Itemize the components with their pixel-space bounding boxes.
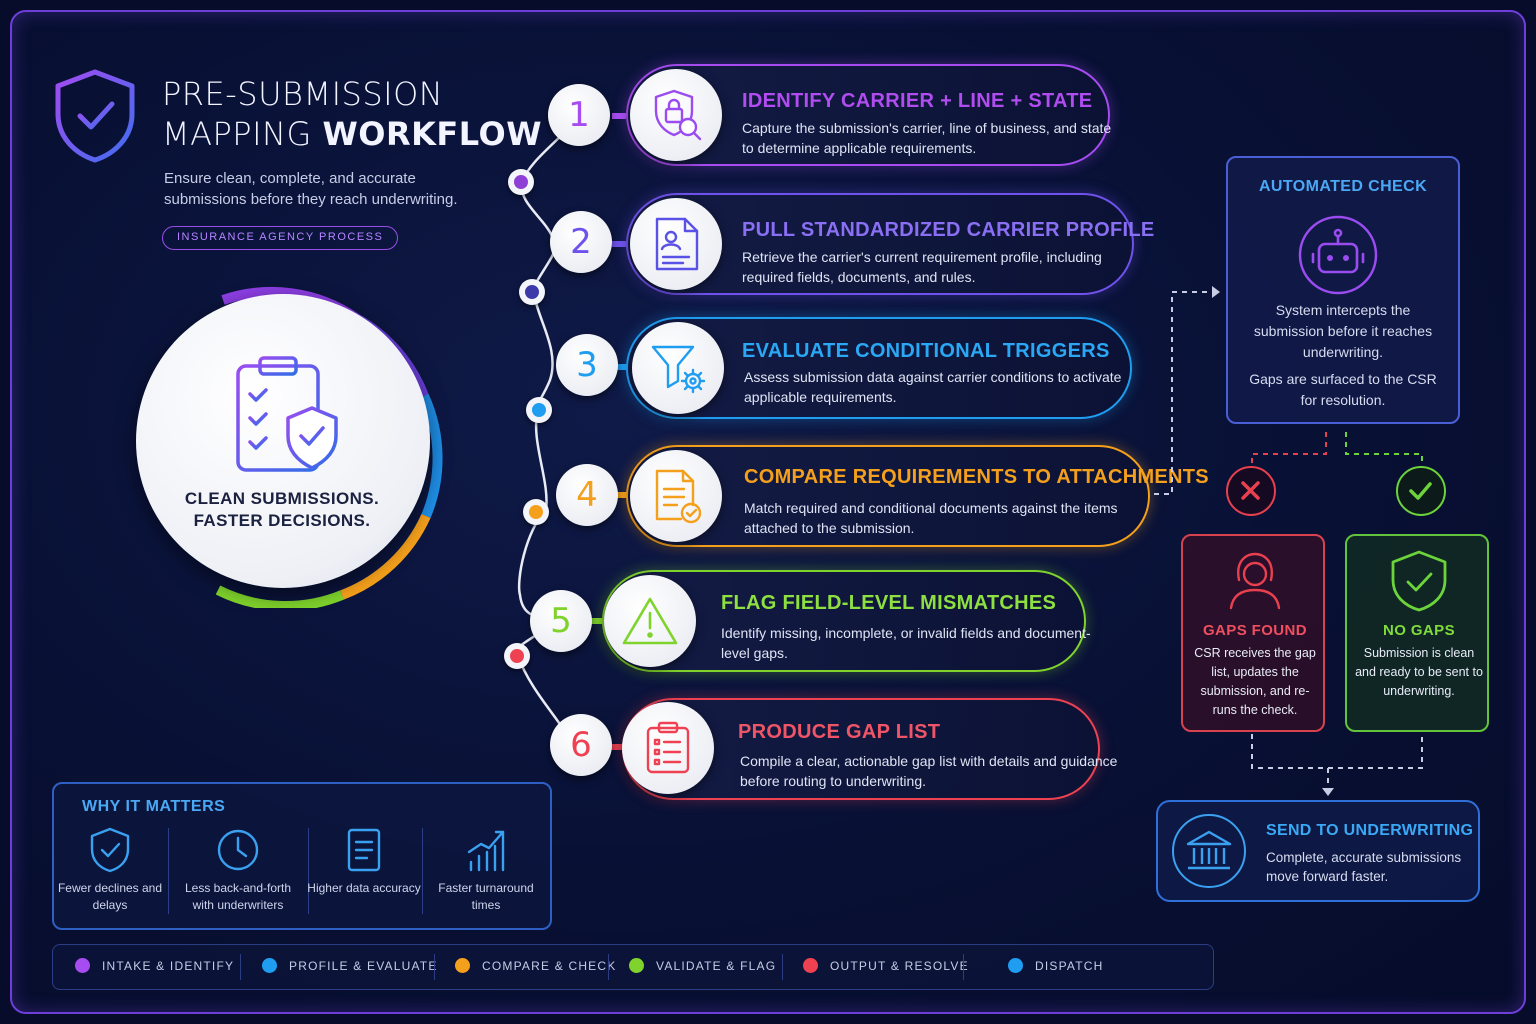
- document-check-icon: [630, 450, 722, 542]
- why-divider: [422, 828, 423, 914]
- process-tag: INSURANCE AGENCY PROCESS: [162, 226, 399, 250]
- step-3-number: 3: [556, 334, 618, 396]
- step-4-connector: [614, 492, 628, 498]
- step-5-title: FLAG FIELD-LEVEL MISMATCHES: [721, 592, 1057, 614]
- why-item-back-and-forth: Less back-and-forth with underwriters: [180, 826, 296, 914]
- legend-item-profile: PROFILE & EVALUATE: [262, 958, 438, 973]
- timeline-dot-5: [504, 643, 530, 669]
- gaps-found-title: GAPS FOUND: [1202, 622, 1307, 639]
- flow-connectors: [1154, 286, 1423, 796]
- why-item-accuracy: Higher data accuracy: [306, 826, 422, 897]
- step-3-connector: [614, 364, 628, 370]
- send-text: Complete, accurate submissions move forw…: [1266, 850, 1462, 884]
- growth-chart-icon: [467, 830, 505, 872]
- gaps-found-text: CSR receives the gap list, updates the s…: [1194, 646, 1316, 717]
- document-icon: [347, 828, 381, 872]
- why-label-1: Fewer declines and delays: [57, 881, 163, 912]
- timeline-curve: [515, 115, 581, 741]
- step-2-desc: Retrieve the carrier's current requireme…: [742, 249, 1102, 285]
- step-3-desc: Assess submission data against carrier c…: [744, 369, 1122, 405]
- legend-divider: [240, 954, 241, 980]
- legend-divider: [608, 954, 609, 980]
- why-item-turnaround: Faster turnaround times: [428, 826, 544, 914]
- why-divider: [308, 828, 309, 914]
- why-it-matters-panel: [52, 782, 552, 930]
- step-6-number: 6: [550, 714, 612, 776]
- step-4-number: 4: [556, 464, 618, 526]
- step-6-title: PRODUCE GAP LIST: [738, 721, 941, 743]
- timeline-dot-3: [526, 397, 552, 423]
- hero-tagline: CLEAN SUBMISSIONS. FASTER DECISIONS.: [184, 489, 380, 530]
- hero-circle: [136, 294, 430, 588]
- legend-item-validate: VALIDATE & FLAG: [629, 958, 776, 973]
- step-5-number: 5: [530, 590, 592, 652]
- page-title: PRE-SUBMISSION MAPPING WORKFLOW: [162, 75, 542, 153]
- step-6-desc: Compile a clear, actionable gap list wit…: [740, 753, 1118, 789]
- automated-check-text-2: Gaps are surfaced to the CSR for resolut…: [1249, 371, 1437, 408]
- automated-check-text-1: System intercepts the submission before …: [1253, 302, 1433, 360]
- legend-item-compare: COMPARE & CHECK: [455, 958, 616, 973]
- profile-document-icon: [630, 198, 722, 290]
- page-subtitle: Ensure clean, complete, and accurate sub…: [164, 170, 458, 208]
- why-label-4: Faster turnaround times: [438, 881, 534, 912]
- legend-item-intake: INTAKE & IDENTIFY: [75, 958, 234, 973]
- automated-check-title: AUTOMATED CHECK: [1258, 178, 1428, 195]
- legend-divider: [782, 954, 783, 980]
- why-label-3: Higher data accuracy: [307, 881, 421, 895]
- step-6-connector: [610, 744, 624, 750]
- x-icon: [1226, 466, 1276, 516]
- clipboard-shield-icon: [236, 356, 338, 472]
- check-icon: [1396, 466, 1446, 516]
- no-gaps-text: Submission is clean and ready to be sent…: [1355, 646, 1483, 698]
- lock-search-icon: [630, 69, 722, 161]
- step-2-number: 2: [550, 211, 612, 273]
- step-4-desc: Match required and conditional documents…: [744, 500, 1118, 536]
- step-5-desc: Identify missing, incomplete, or invalid…: [721, 625, 1091, 661]
- bank-icon: [1172, 814, 1246, 888]
- warning-icon: [604, 575, 696, 667]
- step-5-connector: [590, 618, 604, 624]
- clock-icon: [217, 829, 259, 871]
- timeline-dot-2: [519, 279, 545, 305]
- step-1-desc: Capture the submission's carrier, line o…: [742, 120, 1112, 156]
- shield-check-icon: [90, 827, 130, 873]
- shield-check-logo-icon: [55, 69, 135, 163]
- timeline-dot-4: [523, 499, 549, 525]
- automated-check-panel: [1226, 156, 1460, 424]
- gaps-found-panel: GAPS FOUND CSR receives the gap list, up…: [1181, 534, 1325, 732]
- shield-check-icon: [1391, 550, 1447, 612]
- filter-gear-icon: [632, 322, 724, 414]
- legend-divider: [434, 954, 435, 980]
- step-1-title: IDENTIFY CARRIER + LINE + STATE: [742, 90, 1093, 112]
- step-4-title: COMPARE REQUIREMENTS TO ATTACHMENTS: [744, 466, 1209, 488]
- step-1-connector: [612, 113, 626, 119]
- legend-item-output: OUTPUT & RESOLVE: [803, 958, 969, 973]
- why-item-declines: Fewer declines and delays: [52, 826, 168, 914]
- robot-icon: [1298, 215, 1378, 295]
- legend-divider: [963, 954, 964, 980]
- why-divider: [168, 828, 169, 914]
- no-gaps-panel: NO GAPS Submission is clean and ready to…: [1345, 534, 1489, 732]
- checklist-icon: [622, 702, 714, 794]
- step-2-title: PULL STANDARDIZED CARRIER PROFILE: [742, 219, 1155, 241]
- person-icon: [1229, 552, 1281, 610]
- send-title: SEND TO UNDERWRITING: [1266, 822, 1474, 839]
- why-title: WHY IT MATTERS: [82, 798, 226, 815]
- timeline-dot-1: [508, 169, 534, 195]
- legend-item-dispatch: DISPATCH: [1008, 958, 1104, 973]
- step-2-connector: [612, 241, 626, 247]
- no-gaps-title: NO GAPS: [1383, 622, 1455, 639]
- step-1-number: 1: [548, 84, 610, 146]
- step-3-title: EVALUATE CONDITIONAL TRIGGERS: [742, 340, 1110, 362]
- why-label-2: Less back-and-forth with underwriters: [184, 881, 292, 912]
